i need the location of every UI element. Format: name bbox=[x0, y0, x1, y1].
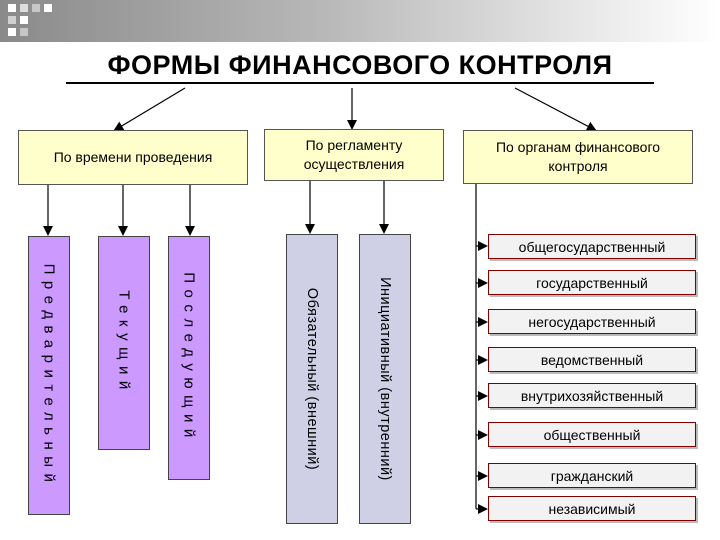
body-item-label: общественный bbox=[543, 426, 641, 443]
time-form-subsequent: Последующий bbox=[168, 236, 210, 480]
body-item-state: государственный bbox=[488, 270, 696, 295]
header-gradient-bar bbox=[0, 0, 720, 42]
body-item-national: общегосударственный bbox=[488, 234, 696, 259]
body-item-public: общественный bbox=[488, 422, 696, 447]
body-item-label: негосударственный bbox=[528, 313, 656, 330]
body-item-label: общегосударственный bbox=[518, 238, 666, 255]
regulation-form-mandatory: Обязательный (внешний) bbox=[286, 234, 338, 524]
category-by-time: По времени проведения bbox=[18, 130, 248, 185]
category-by-regulation: По регламенту осуществления bbox=[264, 129, 444, 181]
body-item-label: ведомственный bbox=[540, 351, 644, 368]
time-form-current-label: Текущий bbox=[115, 290, 133, 396]
time-form-preliminary-label: Предварительный bbox=[40, 263, 58, 488]
category-by-bodies: По органам финансового контроля bbox=[463, 130, 693, 184]
category-by-regulation-label: По регламенту осуществления bbox=[303, 137, 405, 172]
body-item-independent: независимый bbox=[488, 496, 696, 521]
logo-squares bbox=[0, 0, 60, 42]
body-item-non-state: негосударственный bbox=[488, 309, 696, 334]
time-form-subsequent-label: Последующий bbox=[180, 272, 198, 444]
body-item-label: гражданский bbox=[550, 467, 634, 484]
time-form-current: Текущий bbox=[98, 236, 150, 450]
regulation-form-mandatory-label: Обязательный (внешний) bbox=[304, 287, 320, 471]
body-item-label: независимый bbox=[548, 500, 636, 517]
regulation-form-initiative-label: Инициативный (внутренний) bbox=[377, 277, 393, 481]
body-item-civil: гражданский bbox=[488, 463, 696, 488]
body-item-label: государственный bbox=[536, 274, 648, 291]
body-item-departmental: ведомственный bbox=[488, 347, 696, 372]
body-item-label: внутрихозяйственный bbox=[520, 387, 664, 404]
category-by-bodies-label: По органам финансового контроля bbox=[495, 139, 661, 174]
category-by-time-label: По времени проведения bbox=[53, 149, 213, 166]
time-form-preliminary: Предварительный bbox=[28, 236, 70, 515]
body-item-intra-economic: внутрихозяйственный bbox=[488, 383, 696, 408]
diagram-title: ФОРМЫ ФИНАНСОВОГО КОНТРОЛЯ bbox=[107, 50, 613, 80]
regulation-form-initiative: Инициативный (внутренний) bbox=[359, 234, 411, 524]
title-underline bbox=[66, 82, 654, 84]
